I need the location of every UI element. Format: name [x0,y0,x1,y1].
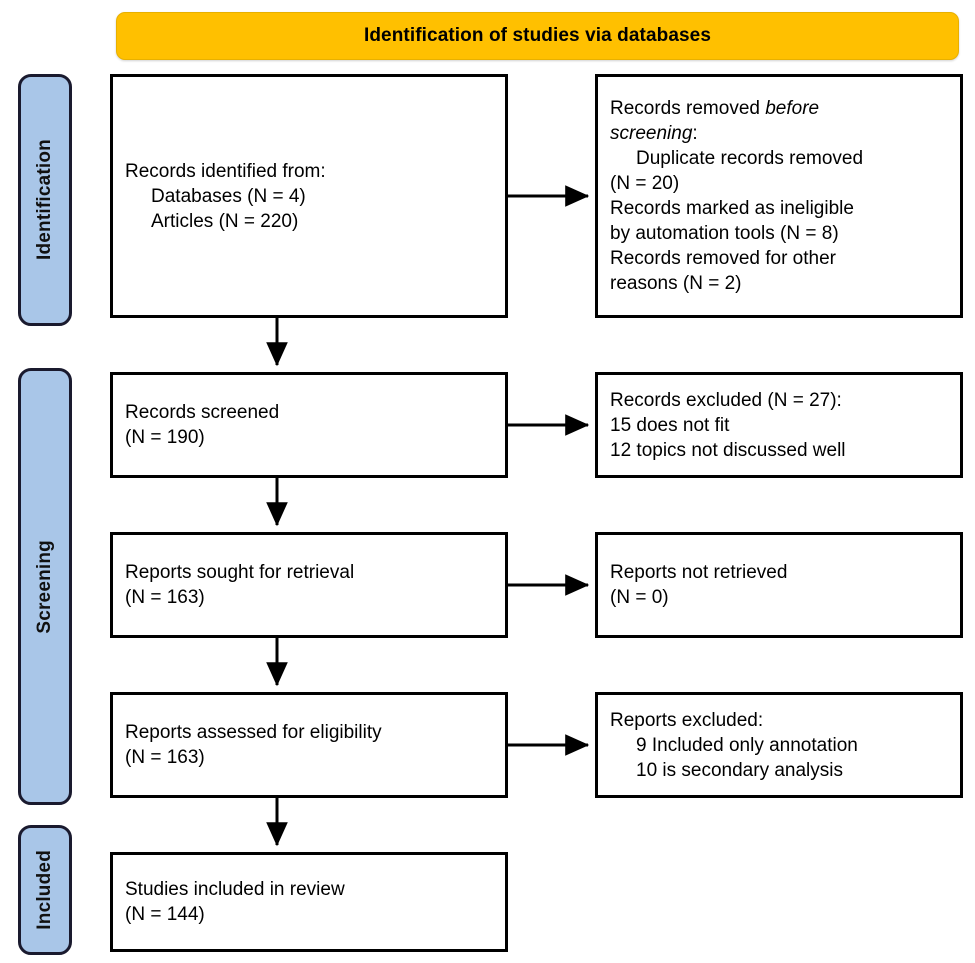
records-removed-heading-plain-2: : [692,123,698,144]
box-records-removed: Records removed before screening: Duplic… [595,74,963,318]
box-studies-included: Studies included in review (N = 144) [110,852,508,952]
records-excluded-line-3: 12 topics not discussed well [610,439,846,461]
records-removed-line-1: Duplicate records removed [636,148,864,169]
records-removed-heading-italic-1: before [765,98,820,119]
records-removed-line-2: (N = 20) [610,173,680,194]
stage-label-screening: Screening [18,368,72,805]
records-removed-line-4: by automation tools (N = 8) [610,223,839,244]
reports-excluded-line-1: Reports excluded: [610,709,764,731]
stage-label-identification: Identification [18,74,72,326]
box-reports-sought: Reports sought for retrieval (N = 163) [110,532,508,638]
records-removed-line-3: Records marked as ineligible [610,198,854,219]
box-reports-excluded: Reports excluded: 9 Included only annota… [595,692,963,798]
diagram-title-banner: Identification of studies via databases [116,12,959,60]
reports-assessed-line-1: Reports assessed for eligibility [125,722,382,743]
box-records-screened: Records screened (N = 190) [110,372,508,478]
reports-not-retrieved-line-2: (N = 0) [610,587,669,608]
stage-label-included: Included [18,825,72,955]
stage-label-identification-text: Identification [34,139,55,261]
records-excluded-line-1: Records excluded (N = 27): [610,389,842,411]
records-screened-line-1: Records screened [125,402,280,423]
records-removed-line-6: reasons (N = 2) [610,273,742,294]
reports-not-retrieved-line-1: Reports not retrieved [610,562,788,583]
box-records-excluded: Records excluded (N = 27): 15 does not f… [595,372,963,478]
studies-included-line-2: (N = 144) [125,904,205,925]
records-identified-line-2: Databases (N = 4) [151,185,306,207]
box-records-identified: Records identified from: Databases (N = … [110,74,508,318]
stage-label-included-text: Included [34,850,55,930]
reports-sought-line-2: (N = 163) [125,587,205,608]
records-removed-heading-line-1: Records removed before [610,96,950,121]
diagram-title-text: Identification of studies via databases [363,25,712,46]
stage-label-screening-text: Screening [34,539,55,634]
records-removed-line-5: Records removed for other [610,248,836,269]
reports-sought-line-1: Reports sought for retrieval [125,562,355,583]
records-excluded-line-2: 15 does not fit [610,414,730,436]
reports-excluded-line-3: 10 is secondary analysis [636,759,843,781]
records-removed-heading-line-2: screening: [610,121,950,146]
records-screened-line-2: (N = 190) [125,427,205,448]
records-removed-heading-italic-2: screening [610,123,693,144]
box-reports-not-retrieved: Reports not retrieved (N = 0) [595,532,963,638]
studies-included-line-1: Studies included in review [125,879,345,900]
records-identified-line-1: Records identified from: [125,160,326,182]
box-reports-assessed: Reports assessed for eligibility (N = 16… [110,692,508,798]
records-identified-line-3: Articles (N = 220) [151,210,299,232]
reports-excluded-line-2: 9 Included only annotation [636,734,858,756]
reports-assessed-line-2: (N = 163) [125,747,205,768]
records-removed-heading-plain-1: Records removed [610,98,766,119]
